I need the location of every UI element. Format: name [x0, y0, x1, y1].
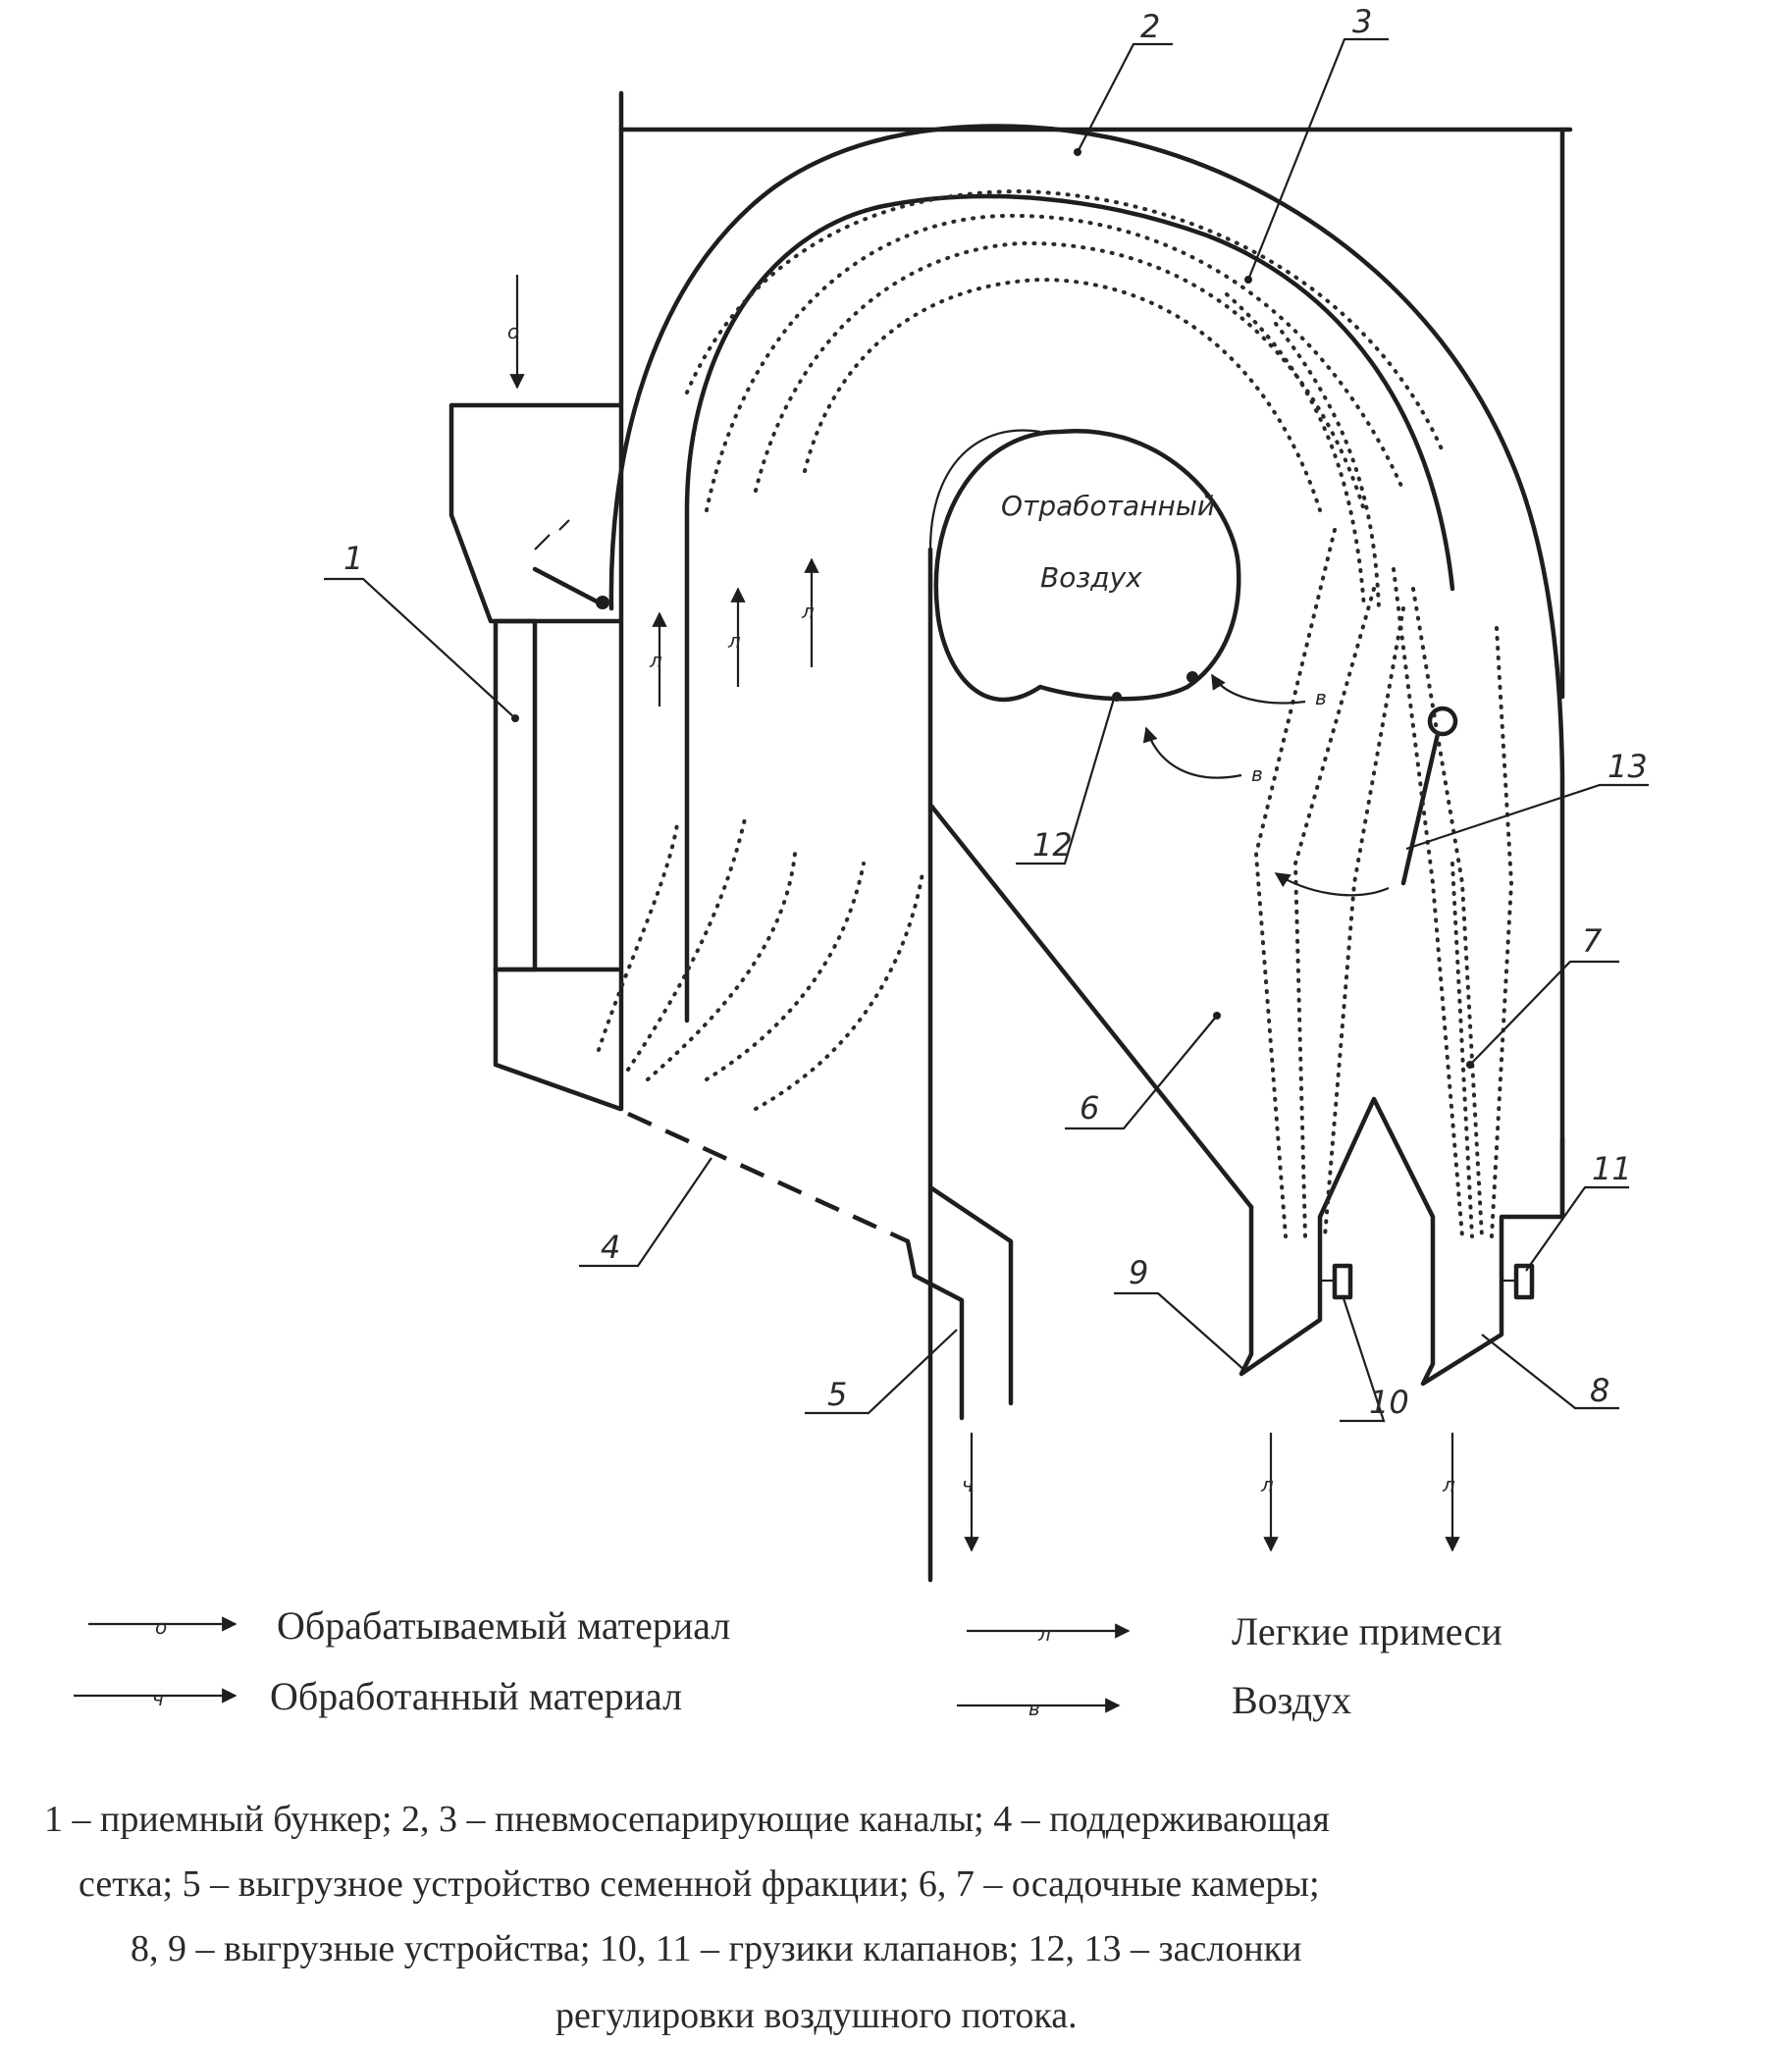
- chamber-label-1: Отработанный: [1001, 490, 1215, 522]
- flow-code-air-1: в: [1315, 686, 1327, 709]
- receiving-hopper: [448, 402, 623, 1112]
- caption: 1 – приемный бункер; 2, 3 – пневмосепари…: [44, 1799, 1330, 2036]
- support-mesh: [627, 1111, 909, 1244]
- flow-code-up-2: л: [727, 629, 741, 653]
- callout-6: 6: [1080, 1089, 1099, 1127]
- legend-item-air: в Воздух: [957, 1678, 1351, 1722]
- impurity-flow-arrows: л л л: [649, 557, 819, 707]
- callout-8: 8: [1590, 1372, 1609, 1409]
- damper-13: [1400, 706, 1458, 886]
- outlet-arrows: ч л л: [962, 1433, 1460, 1552]
- flow-code-out-3: л: [1442, 1473, 1455, 1496]
- flow-code-up-3: л: [801, 600, 815, 623]
- legend-code: о: [155, 1615, 167, 1639]
- flow-code-in: о: [507, 320, 519, 343]
- seed-discharge: [905, 1184, 1014, 1421]
- callout-7: 7: [1582, 922, 1603, 960]
- caption-line-3: 8, 9 – выгрузные устройства; 10, 11 – гр…: [131, 1928, 1301, 1969]
- particle-trajectories: [597, 188, 1514, 1238]
- caption-line-2: сетка; 5 – выгрузное устройство семенной…: [79, 1863, 1320, 1905]
- callout-13: 13: [1608, 748, 1648, 785]
- legend-label: Обрабатываемый материал: [277, 1603, 730, 1648]
- flow-code-up-1: л: [649, 649, 662, 672]
- material-inflow-arrow: о: [507, 275, 525, 390]
- callout-4: 4: [601, 1229, 620, 1266]
- exhaust-air-chamber: Отработанный Воздух: [928, 428, 1241, 703]
- callouts: 1 2 3 4 5 6 7 8 9 10 11 12 13: [324, 3, 1649, 1423]
- callout-3: 3: [1352, 3, 1372, 40]
- legend-item-treated: ч Обработанный материал: [74, 1674, 682, 1718]
- callout-9: 9: [1129, 1254, 1148, 1291]
- flow-code-out-1: ч: [962, 1473, 974, 1496]
- legend-code: в: [1028, 1697, 1040, 1720]
- callout-1: 1: [343, 540, 363, 577]
- legend-label: Воздух: [1232, 1678, 1351, 1722]
- caption-line-4: регулировки воздушного потока.: [555, 1995, 1078, 2036]
- legend-code: ч: [152, 1687, 164, 1710]
- legend-label: Легкие примеси: [1232, 1609, 1502, 1653]
- callout-5: 5: [827, 1376, 847, 1413]
- legend-item-impurities: л Легкие примеси: [967, 1609, 1502, 1653]
- callout-2: 2: [1140, 8, 1160, 45]
- caption-line-1: 1 – приемный бункер; 2, 3 – пневмосепари…: [44, 1799, 1330, 1840]
- legend: о Обрабатываемый материал ч Обработанный…: [74, 1603, 1502, 1722]
- housing: [608, 90, 1573, 1583]
- legend-item-processed: о Обрабатываемый материал: [88, 1603, 730, 1648]
- air-arrows: в в: [1142, 673, 1390, 897]
- legend-code: л: [1037, 1622, 1051, 1646]
- settling-chambers: [927, 802, 1565, 1387]
- flow-code-out-2: л: [1260, 1473, 1274, 1496]
- callout-12: 12: [1032, 826, 1073, 864]
- chamber-label-2: Воздух: [1040, 561, 1142, 594]
- flow-code-air-2: в: [1251, 762, 1263, 786]
- callout-11: 11: [1592, 1150, 1632, 1187]
- callout-10: 10: [1369, 1384, 1409, 1421]
- legend-label: Обработанный материал: [270, 1674, 682, 1718]
